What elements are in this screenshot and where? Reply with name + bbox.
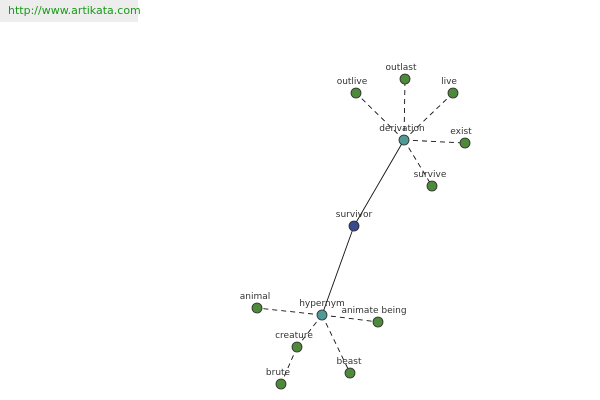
node-survive[interactable] [426,180,438,192]
node-outlast[interactable] [399,73,411,85]
url-banner: http://www.artikata.com [0,0,141,22]
node-label-survive: survive [414,170,447,180]
node-label-outlive: outlive [337,77,368,87]
node-label-hypernym: hypernym [299,299,345,309]
edge-hypernym-animal [256,307,323,316]
edge-derivation-outlive [355,92,405,141]
labels-layer: survivor derivation hypernym outlive outlast… [240,63,472,378]
node-label-beast: beast [337,357,362,367]
node-label-live: live [441,77,457,87]
node-label-exist: exist [450,127,472,137]
node-hypernym[interactable] [316,309,328,321]
node-creature[interactable] [291,341,303,353]
edge-derivation-exist [403,139,466,144]
node-survivor[interactable] [348,220,360,232]
node-animate-being[interactable] [372,316,384,328]
node-live[interactable] [447,87,459,99]
node-outlive[interactable] [350,87,362,99]
edge-survivor-derivation [353,139,405,227]
node-animal[interactable] [251,302,263,314]
node-brute[interactable] [275,378,287,390]
edge-derivation-outlast [403,78,406,141]
edge-creature-brute [280,346,298,385]
node-label-creature: creature [275,331,313,341]
edge-survivor-hypernym [321,225,355,316]
node-label-brute: brute [266,368,291,378]
edge-hypernym-animate_being [321,314,379,323]
edge-hypernym-creature [296,314,323,348]
node-label-derivation: derivation [379,124,425,134]
node-derivation[interactable] [398,134,410,146]
node-label-outlast: outlast [386,63,417,73]
node-label-animal: animal [240,292,271,302]
node-beast[interactable] [344,367,356,379]
nodes-layer [251,73,471,390]
site-url-link[interactable]: http://www.artikata.com [8,4,141,17]
edges-layer [256,78,466,385]
node-label-animate-being: animate being [341,306,406,316]
edge-hypernym-beast [321,314,351,374]
node-exist[interactable] [459,137,471,149]
node-label-survivor: survivor [336,210,373,220]
edge-derivation-live [403,92,454,141]
